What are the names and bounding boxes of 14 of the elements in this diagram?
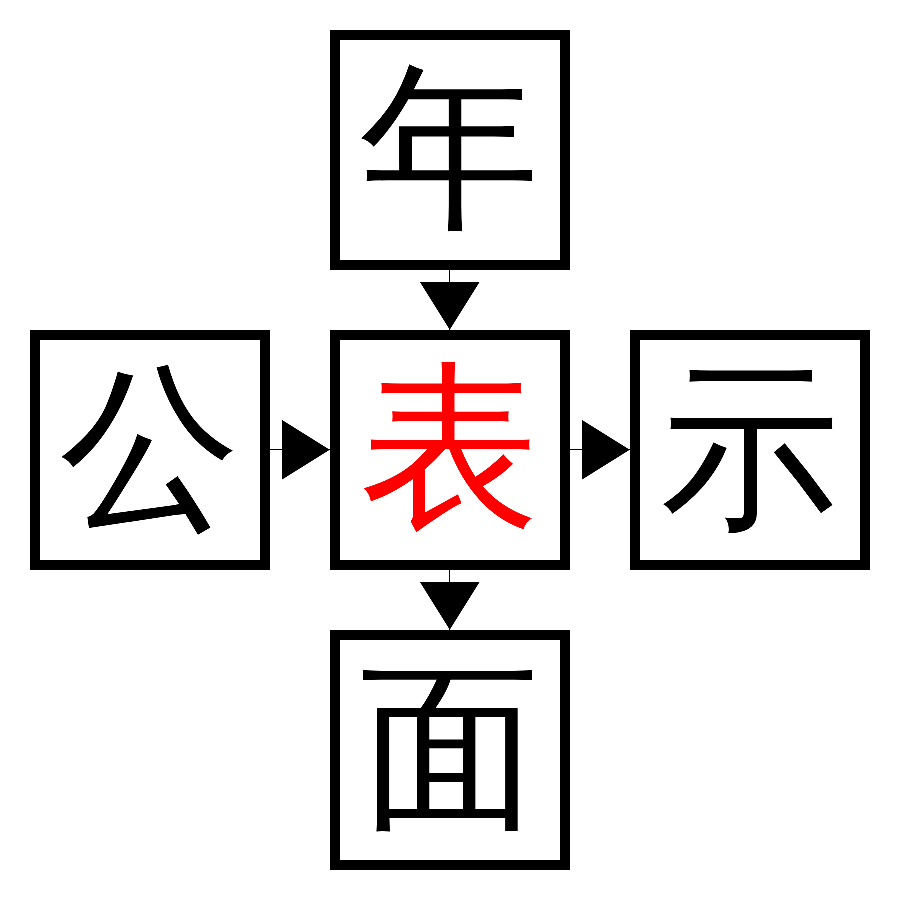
character-box bbox=[30, 330, 270, 570]
character-box bbox=[330, 330, 570, 570]
kanji-character: 公 bbox=[60, 360, 240, 540]
kanji-character: 年 bbox=[360, 60, 540, 240]
arrow bbox=[420, 570, 480, 630]
kanji-character: 示 bbox=[660, 360, 840, 540]
arrow bbox=[570, 420, 630, 480]
arrow bbox=[270, 420, 330, 480]
kanji-character: 表 bbox=[360, 360, 540, 540]
kanji-character: 面 bbox=[360, 660, 540, 840]
character-box bbox=[330, 630, 570, 870]
arrow bbox=[420, 270, 480, 330]
character-box bbox=[330, 30, 570, 270]
character-box bbox=[630, 330, 870, 570]
